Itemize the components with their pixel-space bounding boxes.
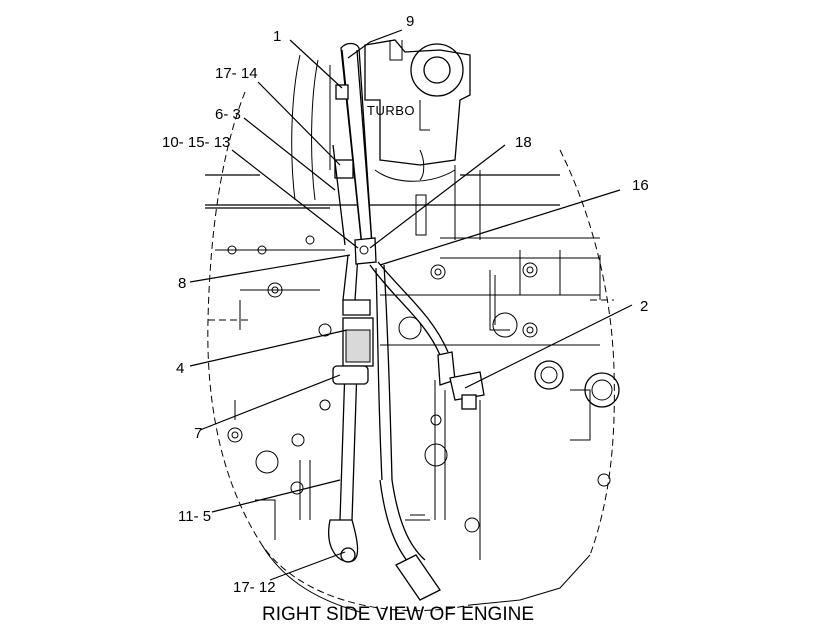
turbo-housing [291,39,471,236]
callout-2: 2 [640,298,648,315]
callout-17-14: 17- 14 [215,65,258,82]
callout-4: 4 [176,360,184,377]
bolts-and-holes [227,235,620,533]
callout-1: 1 [273,28,281,45]
figure-caption: RIGHT SIDE VIEW OF ENGINE [262,604,534,625]
callout-labels: 9 1 17- 14 6- 3 10- 15- 13 18 16 8 2 4 7… [162,13,649,596]
callout-7: 7 [194,425,202,442]
callout-16: 16 [632,177,649,194]
callout-9: 9 [406,13,414,30]
engine-block-outline [207,91,615,613]
callout-18: 18 [515,134,532,151]
hose-assembly [328,42,485,601]
engine-structure-lines [205,165,601,560]
leader-lines [189,29,633,581]
callout-11-5: 11- 5 [178,508,211,525]
callout-6-3: 6- 3 [215,106,241,123]
turbo-label: TURBO [367,103,415,118]
filter-element [345,329,371,363]
callout-17-12: 17- 12 [233,579,276,596]
callout-10-15-13: 10- 15- 13 [162,134,230,151]
callout-8: 8 [178,275,186,292]
